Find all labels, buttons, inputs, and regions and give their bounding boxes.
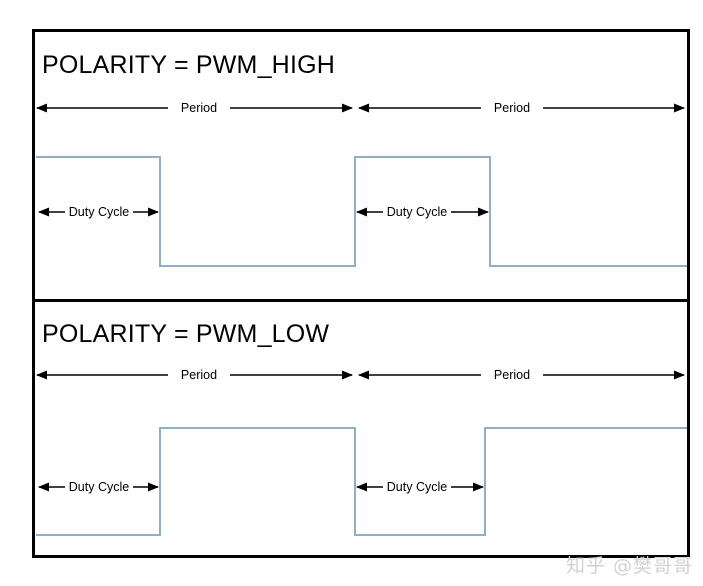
period-label-2-high: Period: [494, 101, 530, 115]
waveform-pwm-low: [36, 427, 687, 536]
duty-dimension-2-low: Duty Cycle: [356, 480, 484, 494]
panel-pwm-high: POLARITY = PWM_HIGH Period Period Duty C…: [36, 51, 687, 267]
duty-dimension-2-high: Duty Cycle: [356, 205, 489, 219]
period-dimension-2-high: Period: [358, 101, 685, 115]
panel-pwm-low: POLARITY = PWM_LOW Period Period Duty Cy…: [36, 320, 687, 536]
period-label-1-low: Period: [181, 368, 217, 382]
duty-dimension-1-high: Duty Cycle: [38, 205, 159, 219]
waveform-pwm-high: [36, 156, 687, 267]
duty-label-1-high: Duty Cycle: [69, 205, 129, 219]
panel-title-pwm-low: POLARITY = PWM_LOW: [42, 320, 329, 348]
duty-label-2-low: Duty Cycle: [387, 480, 447, 494]
period-label-1-high: Period: [181, 101, 217, 115]
zhihu-watermark: 知乎 @樊哥哥: [565, 555, 693, 577]
period-dimension-2-low: Period: [358, 368, 685, 382]
duty-label-1-low: Duty Cycle: [69, 480, 129, 494]
duty-label-2-high: Duty Cycle: [387, 205, 447, 219]
period-dimension-1-high: Period: [36, 101, 353, 115]
panel-title-pwm-high: POLARITY = PWM_HIGH: [42, 51, 335, 79]
period-label-2-low: Period: [494, 368, 530, 382]
duty-dimension-1-low: Duty Cycle: [38, 480, 159, 494]
diagram-outer-frame: [32, 29, 690, 558]
period-dimension-1-low: Period: [36, 368, 353, 382]
